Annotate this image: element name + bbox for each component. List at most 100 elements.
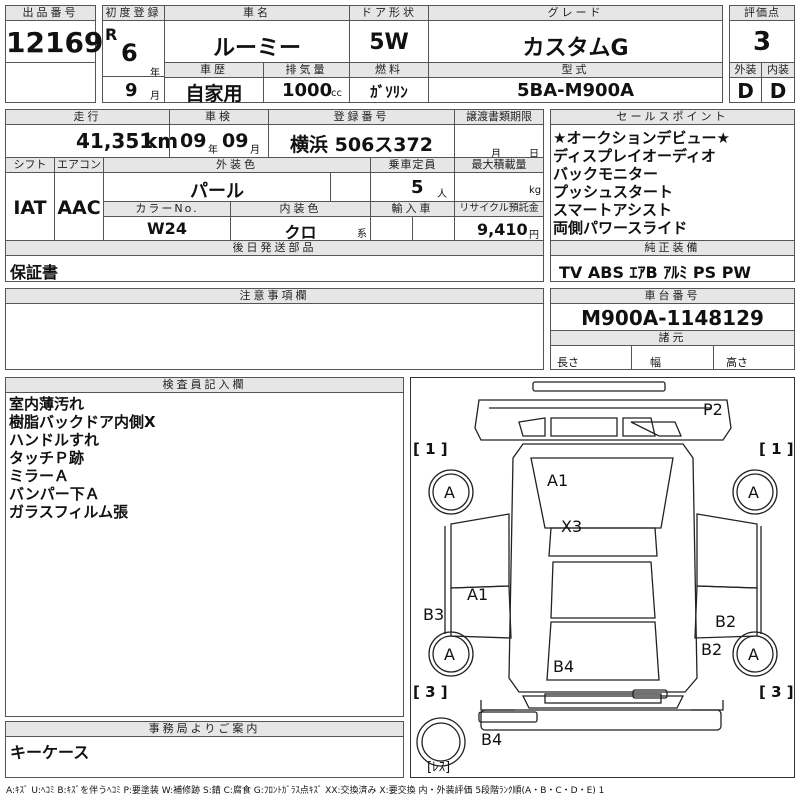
mark-a1-mid: A1	[467, 585, 489, 604]
ext-label: 外装	[729, 62, 762, 78]
car-name: ルーミー	[212, 36, 301, 61]
transfer-day: 日	[529, 149, 539, 160]
wheel-rear-left: A	[444, 483, 455, 502]
mileage-box: 41,351 km	[5, 124, 178, 158]
load-label: 最大積載量	[454, 157, 544, 173]
grade-label: グレード	[428, 5, 723, 21]
mark-b2-b: B2	[701, 640, 723, 659]
list-item: ミラーＡ	[9, 467, 70, 485]
equipment-box: TV ABS ｴｱB ｱﾙﾐ PS PW	[550, 255, 795, 282]
door-type: 5W	[369, 30, 409, 55]
mark-b2-a: B2	[715, 612, 737, 631]
insp-year: 09	[180, 130, 207, 152]
capacity-label: 乗車定員	[370, 157, 455, 173]
mark-a1-top: A1	[547, 471, 569, 490]
spec-width: 幅	[650, 356, 661, 369]
wheel-rear-right: A	[748, 483, 759, 502]
history-box: 自家用	[164, 77, 264, 105]
insp-month: 09	[222, 130, 249, 152]
mark-b4-bottom: B4	[481, 730, 503, 749]
sales-points-list: ★オークションデビュー★ ディスプレイオーディオ バックモニター プッシュスター…	[553, 129, 730, 237]
insp-year-unit: 年	[208, 145, 218, 156]
series-unit: 系	[357, 229, 367, 240]
recycle-box: 9,410 円	[454, 216, 544, 241]
inspection-box: 09 年 09 月	[169, 124, 269, 158]
interior-color: クロ	[284, 223, 317, 242]
office-label: 事務局よりご案内	[5, 721, 404, 737]
tire-rank-front-right: [ 3 ]	[759, 683, 794, 701]
wheel-front-right: A	[748, 645, 759, 664]
transfer-label: 譲渡書類期限	[454, 109, 544, 125]
recycle: 9,410	[477, 220, 528, 239]
ext-grade: D	[737, 79, 754, 103]
model-label: 型式	[428, 62, 723, 78]
lot-box: 12169	[5, 20, 104, 63]
door-label: ドア形状	[349, 5, 429, 21]
tire-rank-rear-left: [ 1 ]	[413, 440, 448, 458]
first-reg-box: R 6 年 9 月	[102, 20, 165, 103]
later-parts-box: 保証書	[5, 255, 544, 282]
reg-no-box: 横浜 506ス372	[268, 124, 455, 158]
displacement-box: 1000 cc	[263, 77, 350, 103]
spec-height: 高さ	[726, 356, 748, 369]
specs-label: 諸元	[550, 330, 795, 346]
reg-month: 9	[125, 80, 138, 101]
fuel: ｶﾞｿﾘﾝ	[370, 83, 408, 101]
year-unit: 年	[150, 68, 160, 79]
tire-rank-rear-right: [ 1 ]	[759, 440, 794, 458]
cc-unit: cc	[331, 88, 342, 99]
history-label: 車歴	[164, 62, 264, 78]
inspector-box: 室内薄汚れ 樹脂バックドア内側X ハンドルすれ タッチＰ跡 ミラーＡ バンパー下…	[5, 392, 404, 717]
color-box: パール	[103, 172, 331, 202]
door-box: 5W	[349, 20, 429, 63]
ac: AAC	[57, 197, 101, 219]
inspector-label: 検査員記入欄	[5, 377, 404, 393]
color: パール	[190, 181, 244, 202]
list-item: スマートアシスト	[553, 201, 672, 219]
office-box: キーケース	[5, 736, 404, 778]
displacement-label: 排気量	[263, 62, 350, 78]
yen-unit: 円	[529, 230, 539, 241]
damage-diagram: P2 A1 X3 A1 B3 B2 B2 B4 B4 A A A A [ 1 ]…	[410, 377, 795, 778]
office-note: キーケース	[10, 743, 90, 762]
later-parts: 保証書	[10, 263, 59, 282]
grade: カスタムG	[522, 36, 629, 61]
transfer-box: 月 日	[454, 124, 544, 160]
capacity-box: 5 人	[370, 172, 455, 202]
shift: IAT	[13, 197, 47, 219]
era: R	[105, 25, 118, 44]
legend: A:ｷｽﾞ U:ﾍｺﾐ B:ｷｽﾞを伴うﾍｺﾐ P:要塗装 W:補修跡 S:錆 …	[6, 786, 605, 796]
mileage-label: 走行	[5, 109, 170, 125]
list-item: 両側パワースライド	[553, 219, 688, 237]
spec-length: 長さ	[557, 356, 579, 369]
month-unit: 月	[150, 91, 160, 102]
int-box: D	[761, 77, 795, 103]
ac-label: エアコン	[54, 157, 104, 173]
lot-number: 12169	[6, 26, 104, 59]
fuel-label: 燃料	[349, 62, 429, 78]
km-unit: km	[144, 129, 179, 153]
chassis-box: M900A-1148129	[550, 303, 795, 331]
car-name-label: 車名	[164, 5, 350, 21]
person-unit: 人	[437, 189, 447, 200]
notes-box	[5, 303, 544, 370]
reg-no-label: 登録番号	[268, 109, 455, 125]
transfer-month: 月	[491, 149, 501, 160]
interior-color-box: クロ 系	[230, 216, 371, 242]
list-item: ディスプレイオーディオ	[553, 147, 716, 165]
lot-blank	[5, 62, 96, 103]
color-no-box: W24	[103, 216, 231, 241]
capacity: 5	[411, 177, 424, 198]
int-grade: D	[769, 79, 787, 103]
inspector-list: 室内薄汚れ 樹脂バックドア内側X ハンドルすれ タッチＰ跡 ミラーＡ バンパー下…	[9, 395, 156, 521]
mark-x3: X3	[561, 517, 583, 536]
tire-rank-front-left: [ 3 ]	[413, 683, 448, 701]
import-box-a	[370, 216, 413, 241]
mark-b4-mid: B4	[553, 657, 575, 676]
grade-box: カスタムG	[428, 20, 723, 63]
equipment-label: 純正装備	[550, 240, 795, 256]
score: 3	[752, 27, 772, 57]
load-box: kg	[454, 172, 544, 202]
later-parts-label: 後日発送部品	[5, 240, 544, 256]
score-box: 3	[729, 20, 795, 63]
